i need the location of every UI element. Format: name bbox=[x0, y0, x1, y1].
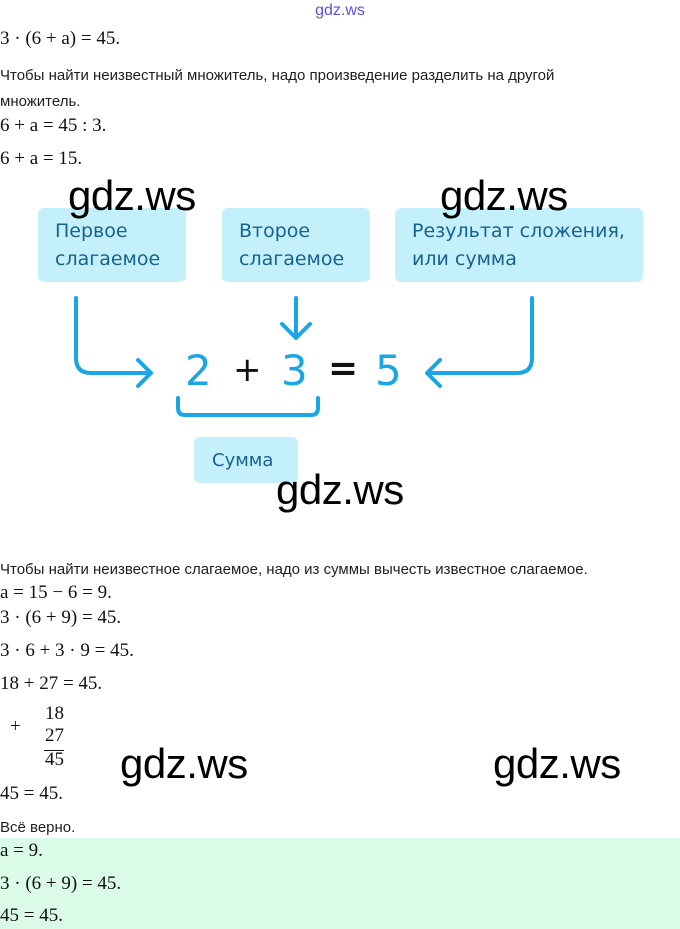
second-addend-label-line-2: слагаемое bbox=[239, 248, 345, 270]
equation-1: 3 · (6 + a) = 45. bbox=[0, 28, 121, 49]
equation-2: 6 + a = 45 : 3. bbox=[0, 115, 107, 136]
addition-diagram: Первое слагаемое Второе слагаемое Резуль… bbox=[0, 180, 680, 500]
source-link[interactable]: gdz.ws bbox=[315, 2, 365, 19]
first-addend-label-line-2: слагаемое bbox=[55, 248, 161, 270]
answer-block: a = 9. 3 · (6 + 9) = 45. 45 = 45. bbox=[0, 838, 680, 929]
rule-1-line-1: Чтобы найти неизвестный множитель, надо … bbox=[0, 67, 555, 84]
answer-check-2: 45 = 45. bbox=[0, 905, 63, 926]
sum-bracket-icon bbox=[176, 396, 320, 417]
result-arrowhead-icon bbox=[425, 358, 442, 388]
equals-sign: = bbox=[328, 348, 359, 389]
second-addend-arrowhead-icon bbox=[280, 322, 312, 340]
equation-4: a = 15 − 6 = 9. bbox=[0, 582, 112, 603]
equation-6: 3 · 6 + 3 · 9 = 45. bbox=[0, 640, 134, 661]
diagram-arrows bbox=[74, 296, 534, 417]
first-addend-number: 2 bbox=[185, 346, 212, 395]
column-sum: 45 bbox=[45, 749, 64, 770]
first-addend-arrow-icon bbox=[74, 296, 152, 375]
answer-check-1: 3 · (6 + 9) = 45. bbox=[0, 873, 122, 894]
check-text: Всё верно. bbox=[0, 819, 76, 836]
first-addend-box: Первое слагаемое bbox=[38, 208, 186, 282]
rule-1-line-2: множитель. bbox=[0, 93, 81, 110]
sum-result-label-line-2: или сумма bbox=[412, 248, 517, 270]
equation-7: 18 + 27 = 45. bbox=[0, 673, 103, 694]
watermark: gdz.ws bbox=[68, 172, 196, 219]
watermark: gdz.ws bbox=[120, 740, 248, 787]
rule-2: Чтобы найти неизвестное слагаемое, надо … bbox=[0, 561, 588, 578]
watermark: gdz.ws bbox=[276, 466, 404, 513]
first-addend-label-line-1: Первое bbox=[55, 220, 128, 242]
sum-number: 5 bbox=[375, 346, 402, 395]
sum-result-box: Результат сложения, или сумма bbox=[395, 208, 643, 282]
watermark: gdz.ws bbox=[440, 172, 568, 219]
plus-sign: + bbox=[233, 350, 262, 390]
column-plus-sign: + bbox=[10, 716, 21, 737]
sum-box: Сумма bbox=[194, 437, 298, 483]
equation-8: 45 = 45. bbox=[0, 783, 63, 804]
second-addend-label-line-1: Второе bbox=[239, 220, 311, 242]
watermark: gdz.ws bbox=[493, 740, 621, 787]
second-addend-box: Второе слагаемое bbox=[222, 208, 370, 282]
column-addend-1: 18 bbox=[45, 703, 64, 724]
column-sum-bar bbox=[44, 750, 64, 751]
answer-value: a = 9. bbox=[0, 840, 43, 861]
second-addend-number: 3 bbox=[281, 346, 308, 395]
column-addend-2: 27 bbox=[45, 725, 64, 746]
equation-3: 6 + a = 15. bbox=[0, 148, 83, 169]
sum-box-label: Сумма bbox=[212, 450, 274, 471]
sum-result-label-line-1: Результат сложения, bbox=[412, 220, 625, 242]
first-addend-arrowhead-icon bbox=[136, 358, 153, 388]
equation-5: 3 · (6 + 9) = 45. bbox=[0, 607, 122, 628]
result-arrow-icon bbox=[426, 296, 534, 375]
column-addition: + 18 27 45 bbox=[0, 700, 80, 775]
